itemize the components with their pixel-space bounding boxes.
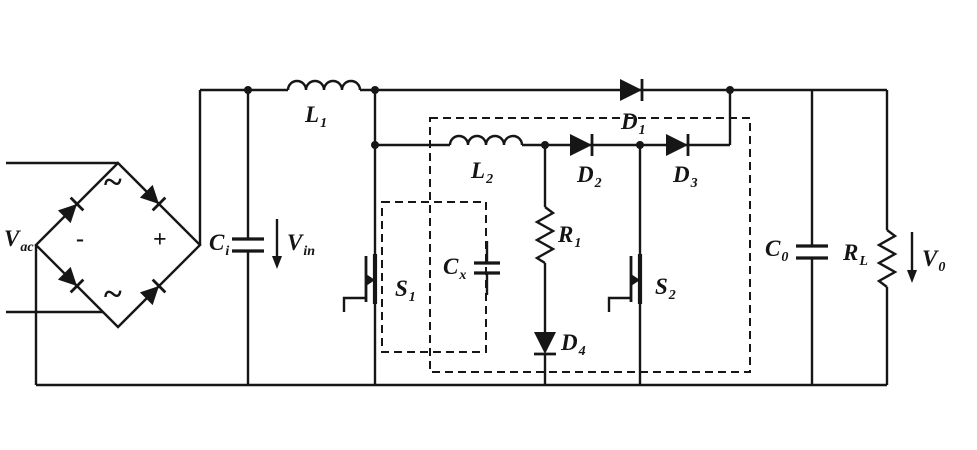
snubber-cell-outline bbox=[381, 201, 487, 353]
vin-arrow bbox=[272, 219, 282, 269]
diode-d2 bbox=[570, 134, 594, 156]
bridge-diode-icon bbox=[57, 266, 85, 294]
label-l2: L2 bbox=[471, 158, 494, 187]
label-cx: Cx bbox=[443, 254, 467, 283]
bridge-plus-sign: + bbox=[153, 227, 167, 253]
label-l1: L1 bbox=[305, 102, 328, 131]
label-c0: C0 bbox=[765, 236, 789, 265]
label-d3: D3 bbox=[673, 162, 698, 191]
inductor-l2 bbox=[448, 134, 524, 146]
mosfet-s1 bbox=[342, 90, 378, 385]
auxiliary-cell-outline bbox=[429, 117, 751, 373]
resistor-r1 bbox=[534, 145, 556, 332]
label-d4: D4 bbox=[561, 330, 586, 359]
label-vin: Vin bbox=[287, 230, 316, 259]
diode-d4 bbox=[534, 332, 556, 385]
label-rl: RL bbox=[843, 240, 868, 269]
inductor-l1 bbox=[286, 79, 362, 91]
label-ci: Ci bbox=[209, 230, 230, 259]
label-d1: D1 bbox=[621, 109, 646, 138]
capacitor-ci bbox=[232, 90, 264, 385]
label-s1: S1 bbox=[395, 276, 416, 305]
diode-d3 bbox=[666, 134, 690, 156]
diode-d1 bbox=[620, 79, 644, 101]
ac-input-leads bbox=[6, 161, 118, 314]
ac-wave-top-symbol: ~ bbox=[104, 164, 122, 201]
label-v0: V0 bbox=[922, 246, 946, 275]
label-vac: Vac bbox=[4, 226, 34, 255]
capacitor-c0 bbox=[796, 90, 828, 385]
bridge-minus-sign: - bbox=[76, 226, 84, 252]
v0-arrow bbox=[907, 232, 917, 283]
mosfet-s2 bbox=[607, 145, 643, 385]
junction-dots bbox=[244, 86, 734, 149]
label-d2: D2 bbox=[577, 162, 602, 191]
label-s2: S2 bbox=[655, 274, 676, 303]
label-r1: R1 bbox=[558, 222, 582, 251]
ac-wave-bottom-symbol: ~ bbox=[104, 276, 122, 313]
resistor-rl bbox=[876, 90, 898, 385]
